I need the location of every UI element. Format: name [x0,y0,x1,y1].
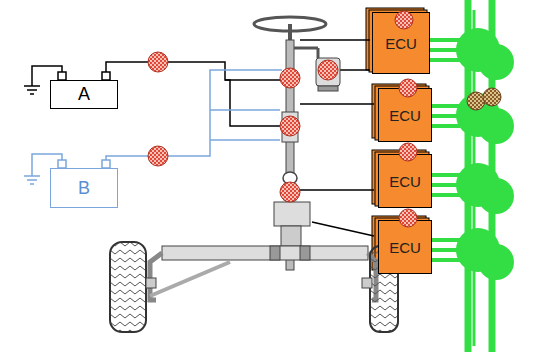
bus-node [456,28,514,280]
ecu-box: ECU [378,154,432,208]
node-label: A [78,84,90,105]
ecu-box: ECU [372,12,430,74]
tire [110,242,398,332]
node-label: B [78,178,90,199]
steering-motor [274,202,310,246]
angle-sensor [282,112,298,142]
wire-b [106,70,282,160]
node-label: ECU [389,239,421,256]
universal-joint [283,172,297,200]
battery-box: A [50,80,118,109]
node-label: ECU [389,107,421,124]
node-label: ECU [385,35,417,52]
battery-box: B [50,168,118,208]
wheel-hub [146,278,372,288]
node-label: ECU [389,173,421,190]
feedback-motor [316,58,340,91]
ecu-box: ECU [378,220,432,274]
wire-a [106,40,374,236]
steering-wheel [254,17,326,40]
steering-rack [150,246,376,300]
bus-fault-marker [467,88,501,110]
fault-marker [148,11,417,227]
ecu-box: ECU [378,88,432,142]
ecu-link [428,40,460,260]
